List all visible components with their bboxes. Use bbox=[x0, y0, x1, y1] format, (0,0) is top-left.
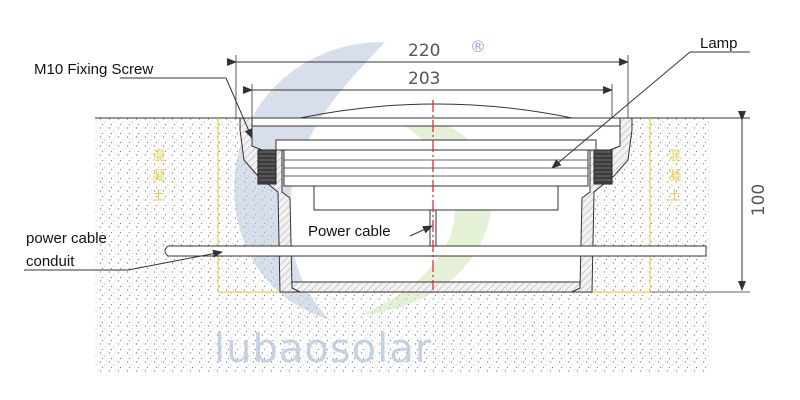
lamp-lens-dome bbox=[299, 103, 573, 119]
left-fixing-screw-thread bbox=[257, 149, 277, 185]
svg-text:土: 土 bbox=[152, 189, 165, 204]
svg-text:凝: 凝 bbox=[152, 168, 165, 184]
concrete-label-right: 混 凝 土 bbox=[668, 149, 681, 204]
label-power-cable: Power cable bbox=[308, 223, 391, 240]
label-power-cable-conduit-line1: power cable bbox=[26, 230, 107, 247]
housing-bottom-section bbox=[291, 281, 581, 293]
lamp-body-lower bbox=[313, 185, 559, 211]
lamp-top-rim bbox=[251, 117, 621, 127]
label-lamp: Lamp bbox=[700, 35, 738, 52]
watermark-text: lubaosolar bbox=[214, 326, 432, 372]
dimension-inner-diameter: 203 bbox=[408, 69, 440, 89]
dimension-outer-diameter: 220 bbox=[408, 41, 440, 61]
watermark-registered-mark: ® bbox=[470, 37, 486, 56]
lamp-body-upper bbox=[275, 139, 597, 151]
concrete-label-left: 混 凝 土 bbox=[152, 149, 165, 204]
label-m10-fixing-screw: M10 Fixing Screw bbox=[34, 61, 153, 78]
power-cable-leader-line bbox=[409, 225, 433, 237]
svg-text:混: 混 bbox=[668, 149, 681, 164]
svg-text:土: 土 bbox=[668, 189, 681, 204]
svg-text:混: 混 bbox=[152, 149, 165, 164]
right-fixing-screw-thread bbox=[593, 149, 613, 185]
dimension-depth: 100 bbox=[749, 184, 769, 216]
svg-text:凝: 凝 bbox=[668, 168, 681, 184]
power-cable-conduit bbox=[164, 245, 707, 257]
label-power-cable-conduit-line2: conduit bbox=[26, 253, 75, 270]
